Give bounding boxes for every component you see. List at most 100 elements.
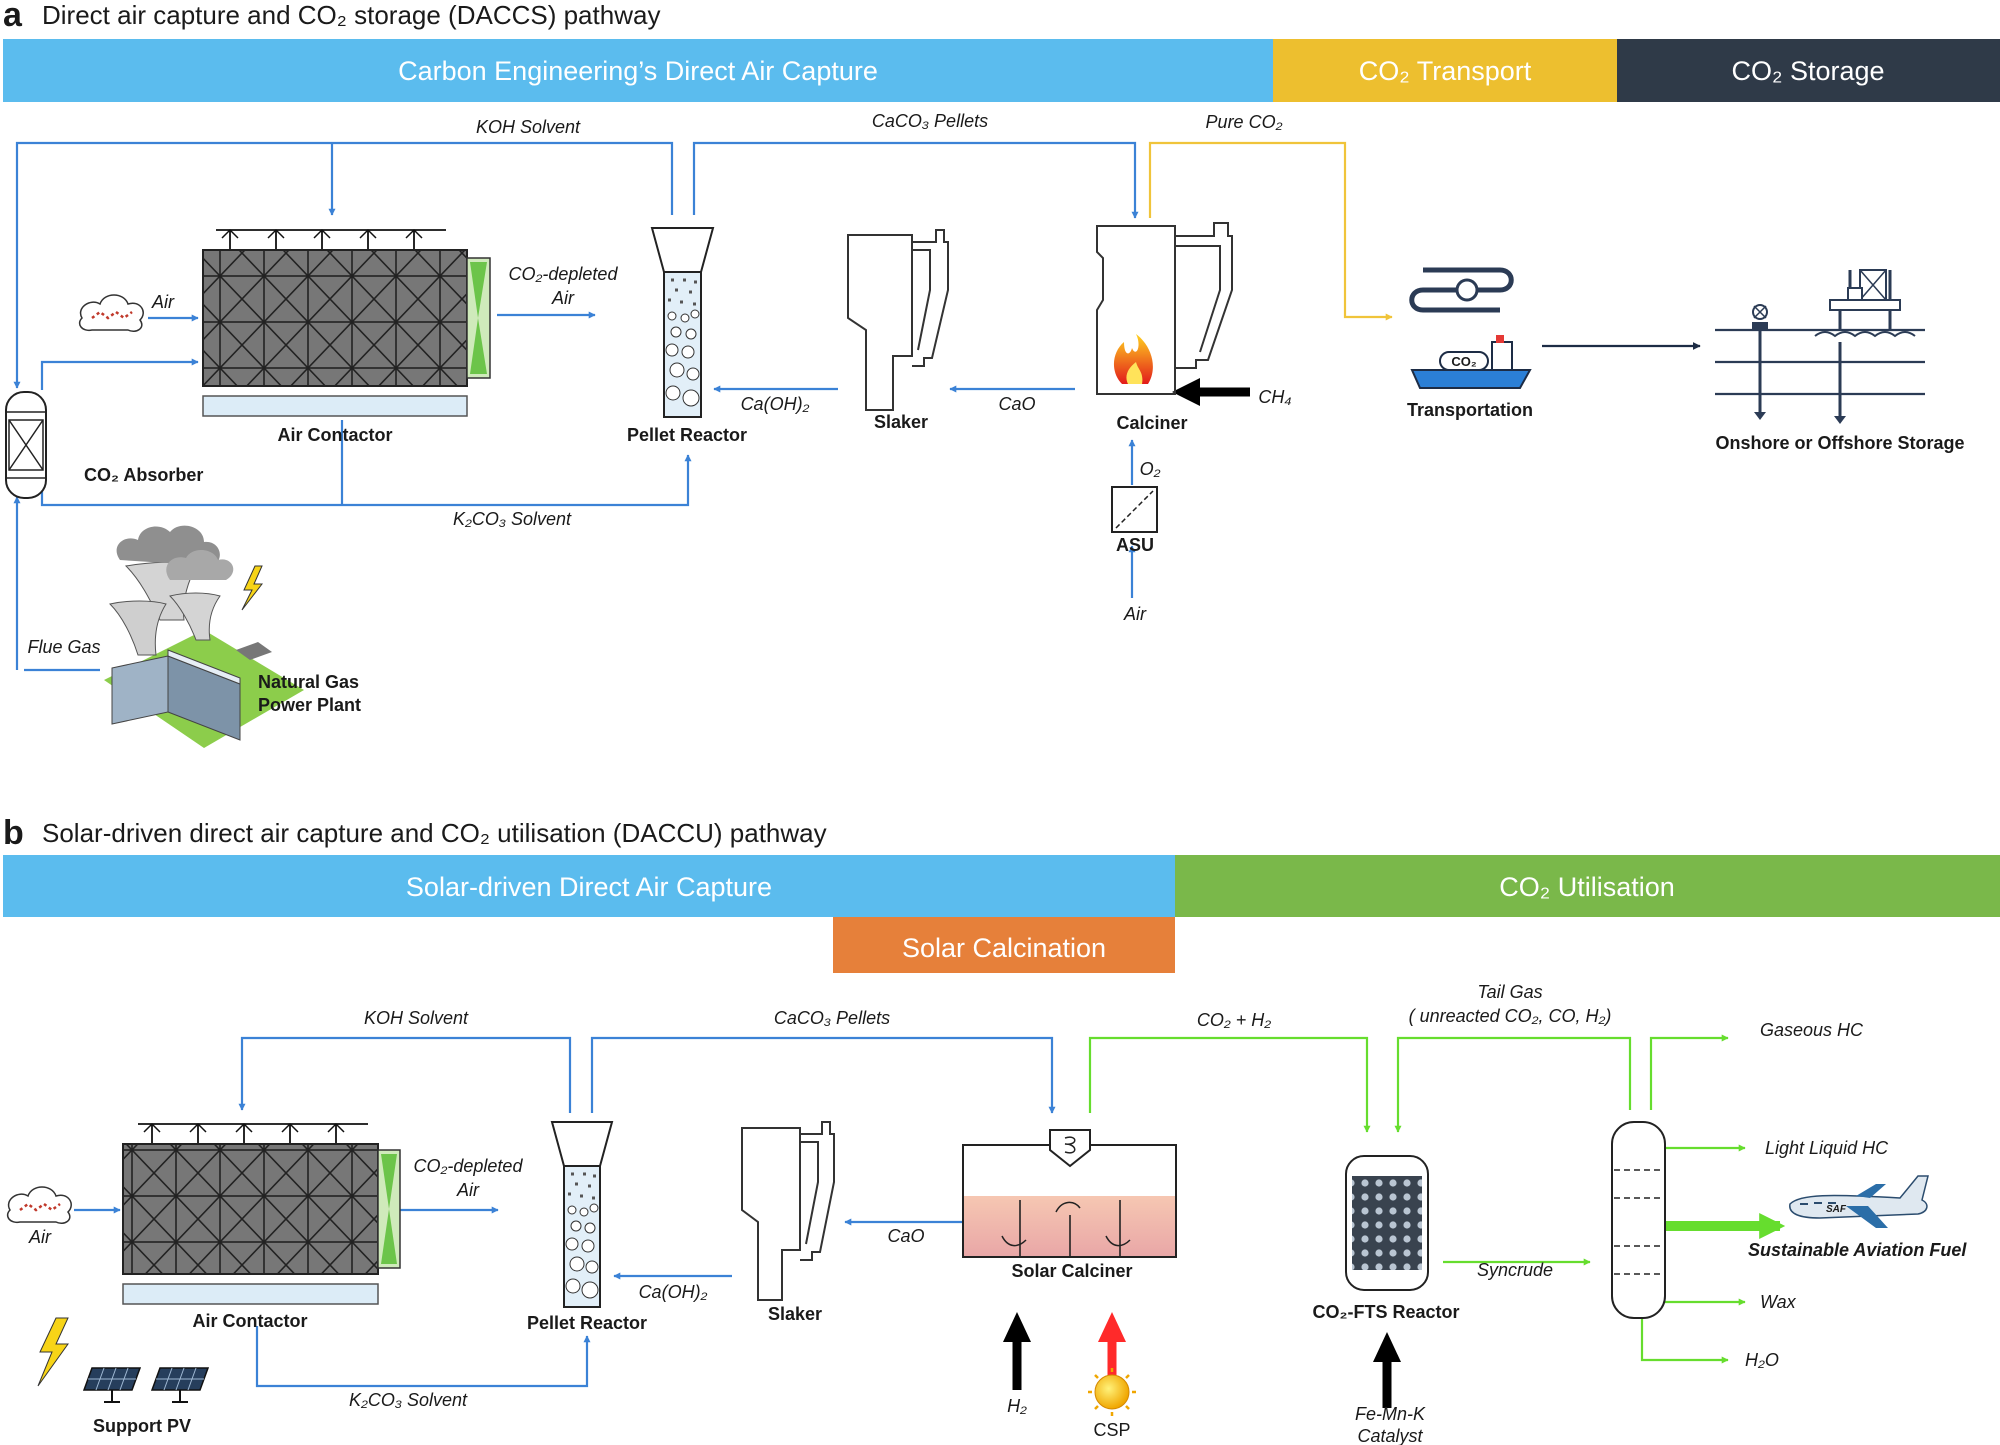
fts-reactor	[1345, 1155, 1429, 1291]
band-solar-calcination-label: Solar Calcination	[902, 933, 1106, 963]
label-depleted-b-2: Air	[456, 1180, 480, 1200]
flow-co2-h2	[1088, 1036, 1371, 1133]
label-asu: ASU	[1116, 535, 1154, 555]
label-slaker-b: Slaker	[768, 1304, 822, 1324]
label-fts-reactor: CO₂-FTS Reactor	[1312, 1302, 1459, 1322]
pellet-reactor-a	[650, 227, 715, 418]
distillation-column	[1611, 1121, 1666, 1319]
asu-box	[1111, 486, 1158, 533]
label-slaker-a: Slaker	[874, 412, 928, 432]
flow-h2-arrowhead	[1003, 1312, 1031, 1342]
label-saf: Sustainable Aviation Fuel	[1748, 1240, 1967, 1260]
flow-ch4-arrowhead	[1172, 378, 1200, 406]
band-dac-b	[3, 855, 1175, 917]
flow-caco3-pellets-a	[692, 141, 1139, 219]
transport-pipeline-ship-icon	[1409, 267, 1532, 389]
band-storage	[1617, 39, 2000, 102]
pellet-reactor-b	[550, 1121, 614, 1308]
label-gaseous-hc: Gaseous HC	[1760, 1020, 1864, 1040]
label-calciner: Calciner	[1116, 413, 1187, 433]
flow-koh-to-absorber	[13, 141, 674, 389]
label-air-asu: Air	[1123, 604, 1147, 624]
flow-caco3-pellets-b	[590, 1036, 1056, 1114]
aircraft-icon	[1789, 1175, 1929, 1228]
label-saf-tag: SAF	[1826, 1204, 1847, 1215]
solar-calciner	[962, 1129, 1177, 1258]
label-k2co3-a: K₂CO₃ Solvent	[453, 509, 572, 529]
band-utilisation-label: CO₂ Utilisation	[1499, 872, 1675, 902]
label-pellet-reactor-a: Pellet Reactor	[627, 425, 747, 445]
label-csp: CSP	[1093, 1420, 1130, 1440]
label-caoh2-a: Ca(OH)₂	[741, 394, 810, 414]
label-depleted-a-1: CO₂-depleted	[509, 264, 619, 284]
label-pellet-reactor-b: Pellet Reactor	[527, 1313, 647, 1333]
label-syncrude: Syncrude	[1477, 1260, 1553, 1280]
flow-k2co3-b	[255, 1326, 591, 1388]
label-caco3-b: CaCO₃ Pellets	[774, 1008, 890, 1028]
air-cloud-icon-b	[6, 1186, 72, 1224]
label-caco3-a: CaCO₃ Pellets	[872, 111, 988, 131]
label-light-liquid-hc: Light Liquid HC	[1765, 1138, 1889, 1158]
flow-tail-gas	[1394, 1036, 1632, 1133]
label-storage: Onshore or Offshore Storage	[1715, 433, 1964, 453]
label-air-contactor-a: Air Contactor	[277, 425, 392, 445]
label-ch4: CH₄	[1258, 387, 1291, 407]
label-wax: Wax	[1760, 1292, 1797, 1312]
label-h2o: H₂O	[1745, 1350, 1779, 1370]
label-power-plant-1: Natural Gas	[258, 672, 359, 692]
label-flue-gas: Flue Gas	[27, 637, 100, 657]
co2-absorber	[5, 391, 47, 499]
band-dac-a	[3, 39, 1273, 102]
label-tail-gas-1: Tail Gas	[1477, 982, 1542, 1002]
label-support-pv: Support PV	[93, 1416, 191, 1436]
solar-panel-icon	[82, 1367, 210, 1403]
air-contactor-b	[122, 1122, 401, 1305]
panel-a-letter: a	[3, 0, 23, 34]
flow-koh-b	[238, 1036, 572, 1113]
label-solar-calciner: Solar Calciner	[1011, 1261, 1132, 1281]
flow-absorber-to-contactor	[40, 358, 199, 390]
band-solar-calcination	[833, 917, 1175, 973]
flow-gaseous-hc	[1649, 1034, 1729, 1110]
calciner-a	[1096, 222, 1233, 395]
band-transport-label: CO₂ Transport	[1359, 56, 1532, 86]
air-cloud-icon-a	[78, 294, 144, 332]
label-koh-b: KOH Solvent	[364, 1008, 469, 1028]
label-koh-a: KOH Solvent	[476, 117, 581, 137]
label-ship-co2: CO₂	[1451, 354, 1477, 369]
label-caoh2-b: Ca(OH)₂	[639, 1282, 708, 1302]
slaker-a	[847, 229, 949, 411]
label-cao-a: CaO	[998, 394, 1035, 414]
lightning-icon	[37, 1317, 69, 1387]
label-co2-absorber: CO₂ Absorber	[84, 465, 203, 485]
flow-csp-arrowhead	[1098, 1312, 1126, 1342]
label-transportation: Transportation	[1407, 400, 1533, 420]
flow-pure-co2	[1148, 141, 1393, 321]
flow-catalyst-arrowhead	[1373, 1332, 1401, 1362]
band-utilisation	[1175, 855, 2000, 917]
label-air-b: Air	[28, 1227, 52, 1247]
label-air-contactor-b: Air Contactor	[192, 1311, 307, 1331]
label-air-a: Air	[151, 292, 175, 312]
label-tail-gas-2: ( unreacted CO₂, CO, H₂)	[1409, 1006, 1612, 1026]
label-co2-h2: CO₂ + H₂	[1197, 1010, 1271, 1030]
sun-icon	[1088, 1368, 1136, 1416]
label-h2: H₂	[1007, 1396, 1027, 1416]
slaker-b	[741, 1121, 835, 1301]
label-power-plant-2: Power Plant	[258, 695, 361, 715]
label-catalyst-2: Catalyst	[1357, 1426, 1423, 1445]
air-contactor-a	[202, 228, 491, 417]
label-o2: O₂	[1140, 459, 1161, 479]
band-dac-a-label: Carbon Engineering’s Direct Air Capture	[398, 56, 878, 86]
panel-b-letter: b	[3, 814, 24, 852]
storage-icon	[1715, 269, 1925, 424]
label-cao-b: CaO	[887, 1226, 924, 1246]
band-transport	[1273, 39, 1617, 102]
panel-a-title: Direct air capture and CO₂ storage (DACC…	[42, 0, 660, 30]
power-plant-icon	[104, 525, 304, 748]
panel-b-title: Solar-driven direct air capture and CO₂ …	[42, 818, 827, 848]
label-k2co3-b: K₂CO₃ Solvent	[349, 1390, 468, 1410]
label-depleted-b-1: CO₂-depleted	[414, 1156, 524, 1176]
band-storage-label: CO₂ Storage	[1731, 56, 1884, 86]
